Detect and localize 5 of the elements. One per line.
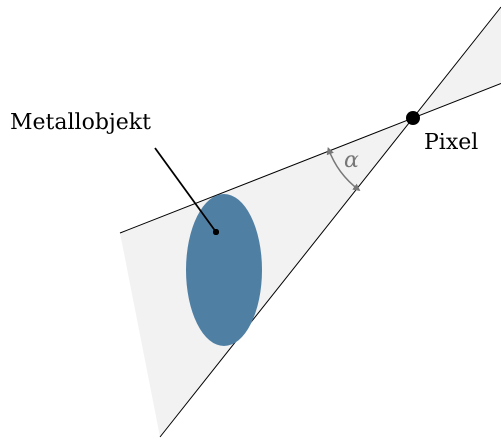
pixel-label: Pixel (424, 130, 478, 155)
label-text: Metallobjekt (10, 110, 185, 146)
leader-line (154, 147, 220, 236)
metal-object-ellipse (186, 194, 262, 346)
angle-label: α (344, 148, 359, 173)
